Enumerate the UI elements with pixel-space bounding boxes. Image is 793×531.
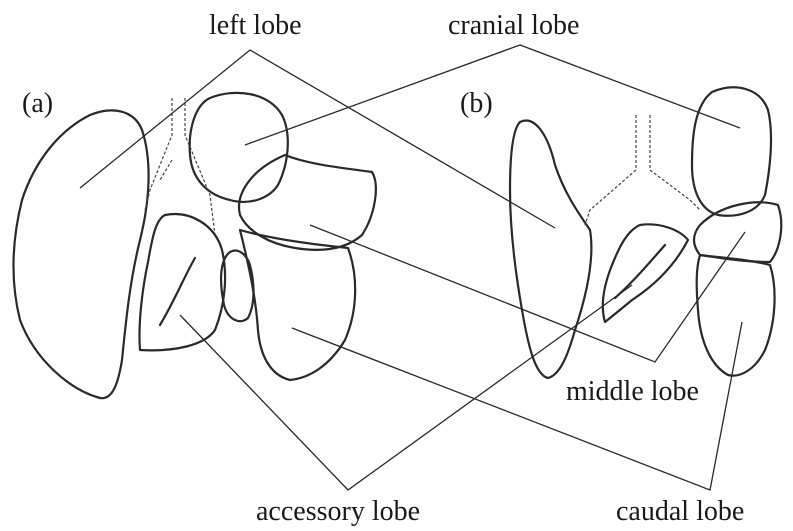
leader-accessory-lobe — [180, 285, 632, 490]
panel-a-drawing — [13, 93, 375, 398]
label-left-lobe: left lobe — [209, 12, 302, 40]
label-cranial-lobe: cranial lobe — [448, 12, 579, 40]
leader-left-lobe — [80, 50, 555, 228]
panel-b-cranial-lobe — [692, 87, 771, 215]
panel-b-accessory-lobe — [603, 224, 688, 322]
panel-a-cranial-lobe — [190, 93, 288, 202]
label-panel-b: (b) — [460, 90, 493, 118]
panel-b-drawing — [510, 87, 781, 378]
label-panel-a: (a) — [22, 90, 53, 118]
label-accessory-lobe: accessory lobe — [256, 498, 420, 526]
panel-b-middle-lobe — [694, 202, 781, 262]
panel-b-left-lobe — [510, 121, 591, 378]
label-middle-lobe: middle lobe — [566, 378, 699, 406]
panel-b-bronchi — [585, 115, 700, 225]
label-caudal-lobe: caudal lobe — [616, 498, 744, 526]
panel-a-left-lobe — [13, 110, 148, 398]
panel-a-caudal-lobe — [240, 230, 355, 380]
